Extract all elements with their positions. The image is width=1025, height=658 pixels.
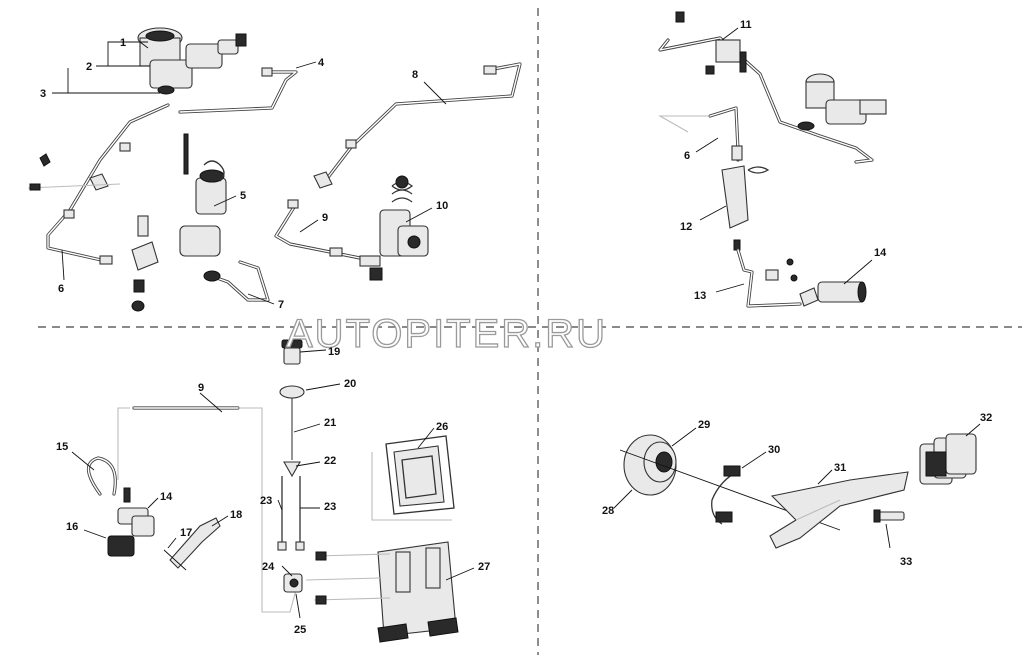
callout-26: 26 <box>436 421 448 433</box>
callout-18: 18 <box>230 509 242 521</box>
release-bearing-28-29 <box>619 434 841 531</box>
retainer-clip-30 <box>711 465 741 525</box>
boot-32 <box>919 433 977 485</box>
callout-9b: 9 <box>198 382 204 394</box>
callout-25: 25 <box>294 624 306 636</box>
callouts: 1 2 3 4 5 6 7 8 9 10 11 6 12 13 14 9 <box>40 19 992 636</box>
bracket-clip-left <box>27 153 121 191</box>
hose-bracket-12 <box>721 165 749 251</box>
callout-13: 13 <box>694 290 706 302</box>
callout-6b: 6 <box>684 150 690 162</box>
pipe-13 <box>736 248 802 308</box>
brake-pipe-8 <box>313 62 522 189</box>
callout-24: 24 <box>262 561 275 573</box>
slave-cylinder-14-right <box>786 258 867 307</box>
brake-pipe-9-top <box>274 199 362 260</box>
callout-32: 32 <box>980 412 992 424</box>
reservoir-19-20-21 <box>277 339 305 593</box>
callout-14a: 14 <box>874 247 887 259</box>
callout-23b: 23 <box>324 501 336 513</box>
master-cylinder-assembly <box>137 27 247 95</box>
callout-14b: 14 <box>160 491 173 503</box>
parts-15-18 <box>86 456 221 571</box>
pipe-6-right <box>657 106 770 174</box>
callout-12: 12 <box>680 221 692 233</box>
callout-10: 10 <box>436 200 448 212</box>
release-fork-31 <box>769 471 909 549</box>
callout-31: 31 <box>834 462 846 474</box>
callout-23a: 23 <box>260 495 272 507</box>
callout-29: 29 <box>698 419 710 431</box>
slave-cylinder-10 <box>359 175 429 281</box>
callout-27: 27 <box>478 561 490 573</box>
callout-21: 21 <box>324 417 336 429</box>
callout-8: 8 <box>412 69 418 81</box>
hose-7 <box>203 260 270 302</box>
hose-9-bottom <box>117 406 297 613</box>
callout-30: 30 <box>768 444 780 456</box>
pedal-box-27 <box>305 541 459 643</box>
callout-20: 20 <box>344 378 356 390</box>
slave-cylinder-5 <box>131 133 227 312</box>
brake-pipe-4 <box>178 67 298 114</box>
callout-6a: 6 <box>58 283 64 295</box>
callout-4: 4 <box>318 57 325 69</box>
bolt-33 <box>873 509 905 523</box>
callout-28: 28 <box>602 505 614 517</box>
master-cylinder-top-right <box>797 73 887 131</box>
watermark: AUTOPITER.RU <box>286 312 607 356</box>
callout-3: 3 <box>40 88 46 100</box>
callout-22: 22 <box>324 455 336 467</box>
callout-17: 17 <box>180 527 192 539</box>
callout-7: 7 <box>278 299 284 311</box>
callout-16: 16 <box>66 521 78 533</box>
callout-33: 33 <box>900 556 912 568</box>
callout-15: 15 <box>56 441 68 453</box>
callout-2: 2 <box>86 61 92 73</box>
callout-5: 5 <box>240 190 246 202</box>
callout-19: 19 <box>328 346 340 358</box>
brake-pipe-6-left <box>46 103 170 265</box>
callout-11: 11 <box>740 19 752 31</box>
pipe-11-route <box>658 11 874 164</box>
callout-1: 1 <box>120 37 126 49</box>
callout-9a: 9 <box>322 212 328 224</box>
gasket-26 <box>371 435 455 521</box>
